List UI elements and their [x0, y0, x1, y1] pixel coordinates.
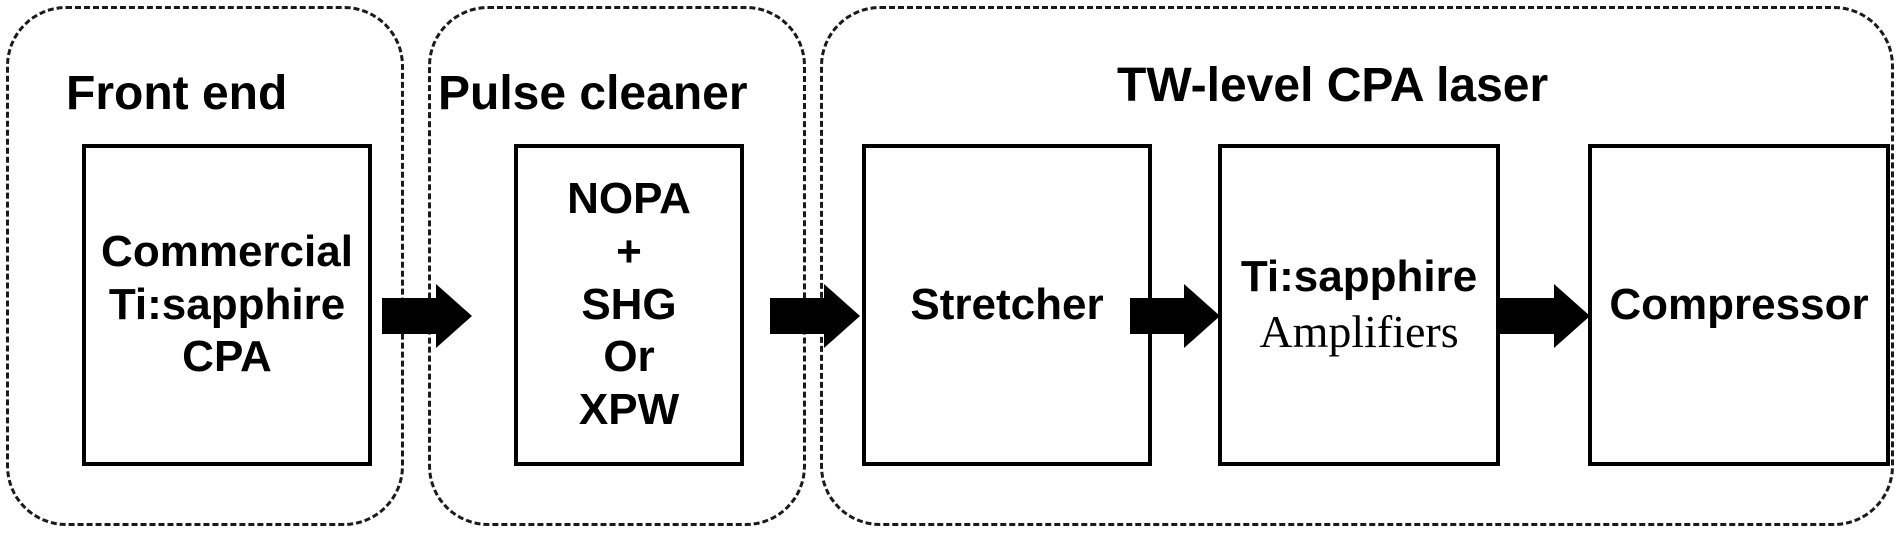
- box-stretcher-line-1: Stretcher: [910, 279, 1104, 329]
- group-title-front-end: Front end: [66, 67, 288, 120]
- arrow-right-icon: [382, 284, 472, 348]
- box-compressor-line-1: Compressor: [1609, 279, 1869, 329]
- box-amplifiers: Ti:sapphire Amplifiers: [1218, 144, 1500, 466]
- box-front-end-line-3: CPA: [182, 332, 272, 382]
- arrow-amplifiers-to-compressor: [1500, 284, 1590, 348]
- group-title-pulse-cleaner: Pulse cleaner: [438, 67, 748, 120]
- box-pulse-cleaner-line-2: +: [616, 226, 642, 276]
- box-stretcher: Stretcher: [862, 144, 1152, 466]
- group-pulse-cleaner: [428, 6, 806, 526]
- box-amplifiers-line-1: Ti:sapphire: [1240, 252, 1478, 301]
- arrow-right-icon: [1130, 284, 1220, 348]
- arrow-right-icon: [770, 284, 860, 348]
- group-title-cpa-laser: TW-level CPA laser: [1117, 59, 1549, 112]
- box-pulse-cleaner-line-1: NOPA: [567, 174, 691, 223]
- group-cpa-laser: [820, 6, 1894, 526]
- box-front-end: Commercial Ti:sapphire CPA: [82, 144, 372, 466]
- box-front-end-line-2: Ti:sapphire: [108, 279, 346, 329]
- box-pulse-cleaner-line-3: SHG: [581, 279, 677, 329]
- group-front-end: [6, 6, 404, 526]
- arrow-pulse-cleaner-to-stretcher: [770, 284, 860, 348]
- box-pulse-cleaner: NOPA + SHG Or XPW: [514, 144, 744, 466]
- arrow-right-icon: [1500, 284, 1590, 348]
- arrow-stretcher-to-amplifiers: [1130, 284, 1220, 348]
- box-front-end-line-1: Commercial: [101, 226, 353, 276]
- arrow-front-end-to-pulse-cleaner: [382, 284, 472, 348]
- box-pulse-cleaner-line-4: Or: [603, 332, 655, 382]
- box-pulse-cleaner-line-5: XPW: [578, 385, 680, 435]
- box-amplifiers-line-2: Amplifiers: [1259, 305, 1459, 357]
- box-compressor: Compressor: [1588, 144, 1890, 466]
